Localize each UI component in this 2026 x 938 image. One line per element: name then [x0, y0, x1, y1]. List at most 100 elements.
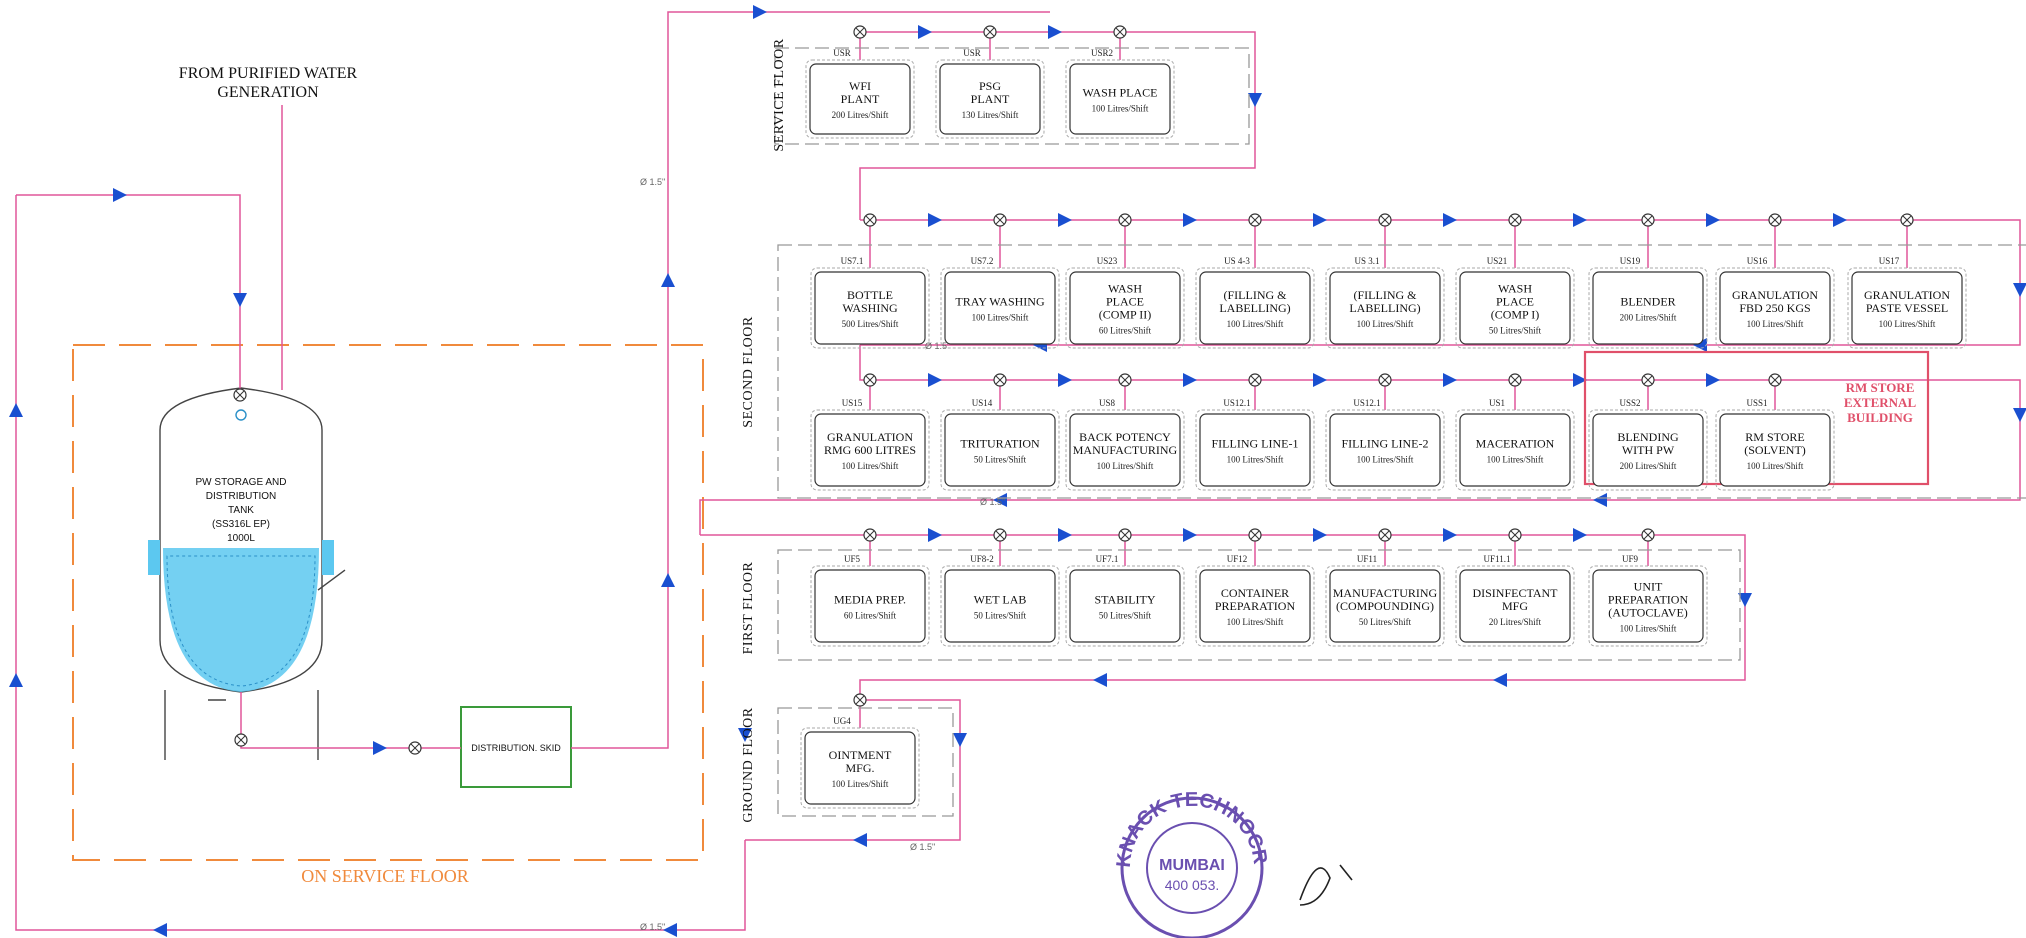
frame-second-floor	[777, 244, 2026, 499]
unit-sec1-4: US 3.1(FILLING &LABELLING)100 Litres/Shi…	[1325, 256, 1445, 349]
valve-icon	[853, 25, 867, 39]
unit-name: (SOLVENT)	[1744, 443, 1806, 457]
unit-name: (FILLING &	[1354, 288, 1418, 302]
unit-tag: USS1	[1746, 398, 1767, 408]
flow-arrow	[153, 923, 167, 937]
unit-capacity: 50 Litres/Shift	[1489, 326, 1542, 336]
unit-name: WFI	[849, 79, 871, 93]
frame-first-floor	[777, 549, 1741, 661]
external-building-label: EXTERNAL	[1844, 395, 1917, 410]
unit-tag: US12.1	[1353, 398, 1380, 408]
second-floor-row1-loop	[860, 219, 2021, 346]
flow-arrow	[1248, 93, 1262, 107]
flow-arrow	[2013, 283, 2026, 297]
unit-capacity: 200 Litres/Shift	[1620, 461, 1677, 471]
flow-arrow	[113, 188, 127, 202]
unit-name: TRITURATION	[960, 437, 1040, 451]
flow-arrow	[918, 25, 932, 39]
return-pipe-top	[16, 194, 241, 390]
flow-arrow	[2013, 408, 2026, 422]
floor-label-second: SECOND FLOOR	[741, 316, 756, 428]
valve-icon	[1118, 373, 1132, 387]
unit-capacity: 100 Litres/Shift	[832, 779, 889, 789]
tank-text-line: PW STORAGE AND	[196, 477, 287, 488]
tank-text-line: 1000L	[227, 533, 255, 544]
pipe-size-label: Ø 1.5"	[910, 842, 935, 852]
unit-capacity: 100 Litres/Shift	[1620, 624, 1677, 634]
valve-icon	[1641, 528, 1655, 542]
valve-icon	[863, 528, 877, 542]
unit-capacity: 100 Litres/Shift	[1092, 104, 1149, 114]
valve-icon	[1248, 213, 1262, 227]
unit-name: PLACE	[1496, 295, 1534, 309]
flow-arrow	[928, 213, 942, 227]
unit-tag: UF7.1	[1096, 554, 1119, 564]
unit-name: MACERATION	[1476, 437, 1555, 451]
unit-tag: US21	[1487, 256, 1508, 266]
unit-name: BOTTLE	[847, 288, 893, 302]
unit-name: RMG 600 LITRES	[824, 443, 916, 457]
unit-capacity: 100 Litres/Shift	[842, 461, 899, 471]
unit-tag: US7.1	[841, 256, 864, 266]
valve-icon	[1113, 25, 1127, 39]
valve-icon	[1508, 528, 1522, 542]
valve-icon	[853, 693, 867, 707]
unit-sec1-3: US 4-3(FILLING &LABELLING)100 Litres/Shi…	[1195, 256, 1315, 349]
flow-arrow	[1048, 25, 1062, 39]
unit-tag: US8	[1099, 398, 1116, 408]
unit-name: WASH	[1108, 282, 1142, 296]
flow-arrow	[853, 833, 867, 847]
unit-name: UNIT	[1634, 580, 1663, 594]
flow-arrow	[1443, 528, 1457, 542]
unit-capacity: 60 Litres/Shift	[1099, 326, 1152, 336]
unit-name: MFG.	[845, 761, 874, 775]
unit-tag: US 4-3	[1224, 256, 1250, 266]
unit-name: WASH	[1498, 282, 1532, 296]
skid-label: DISTRIBUTION. SKID	[471, 743, 561, 753]
unit-name: PASTE VESSEL	[1866, 301, 1948, 315]
unit-name: WASHING	[842, 301, 898, 315]
unit-name: OINTMENT	[829, 748, 892, 762]
unit-name: GRANULATION	[1732, 288, 1818, 302]
floor-label-ground: GROUND FLOOR	[741, 707, 756, 822]
unit-tag: UF12	[1227, 554, 1248, 564]
flow-arrow	[661, 573, 675, 587]
unit-tag: USR	[833, 48, 851, 58]
unit-name: CONTAINER	[1221, 586, 1289, 600]
unit-name: WASH PLACE	[1082, 86, 1157, 100]
valve-icon	[1768, 373, 1782, 387]
valve-icon	[1768, 213, 1782, 227]
unit-name: MANUFACTURING	[1333, 586, 1438, 600]
unit-name: GRANULATION	[1864, 288, 1950, 302]
flow-arrow	[1313, 373, 1327, 387]
flow-arrow	[1443, 213, 1457, 227]
flow-arrow	[1058, 373, 1072, 387]
unit-tag: US19	[1620, 256, 1641, 266]
unit-name: (FILLING &	[1224, 288, 1288, 302]
valve-icon	[1378, 528, 1392, 542]
unit-tag: US15	[842, 398, 863, 408]
tank-text-line: (SS316L EP)	[212, 519, 270, 530]
unit-name: (AUTOCLAVE)	[1608, 606, 1688, 620]
unit-name: WET LAB	[974, 593, 1027, 607]
unit-tag: UF11	[1357, 554, 1377, 564]
flow-arrow	[1593, 493, 1607, 507]
service-floor-boundary	[72, 344, 704, 861]
flow-arrow	[373, 741, 387, 755]
valve-icon	[993, 213, 1007, 227]
unit-tag: US16	[1747, 256, 1768, 266]
unit-capacity: 50 Litres/Shift	[1359, 617, 1412, 627]
unit-tag: US12.1	[1223, 398, 1250, 408]
